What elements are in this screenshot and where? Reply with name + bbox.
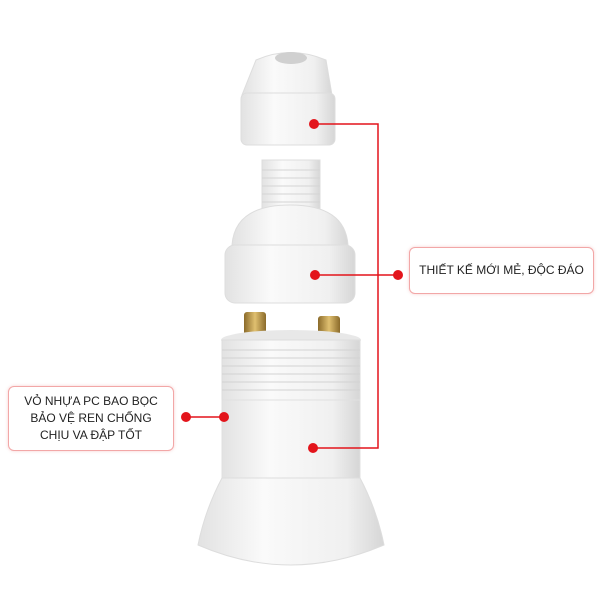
callout-connectors	[186, 123, 398, 449]
threaded-cover	[224, 159, 356, 304]
feature-callout-design: THIẾT KẾ MỚI MẺ, ĐỘC ĐÁO	[409, 247, 594, 294]
callout-dots	[181, 119, 403, 453]
lamp-socket-body	[197, 330, 385, 566]
feature-callout-pc-shell: VỎ NHỰA PC BAO BỌC BẢO VỆ REN CHỐNG CHỊU…	[8, 386, 174, 451]
cable-gland-cap	[240, 52, 336, 146]
